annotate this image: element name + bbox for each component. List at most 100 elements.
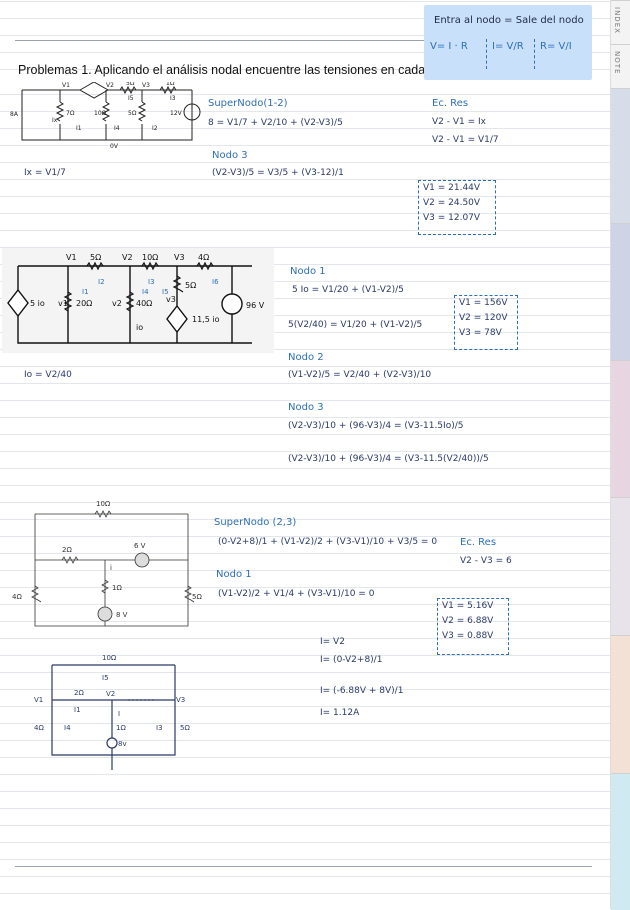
c1-v3-label: V3 — [142, 82, 150, 89]
c2-vs-label: 96 V — [246, 301, 265, 310]
p1-answer-box: V1 = 21.44V V2 = 24.50V V3 = 12.07V — [418, 180, 496, 235]
c2-node-v3: v3 — [166, 295, 176, 304]
c4-r1-label: 1Ω — [116, 724, 126, 732]
p2-nodo2-label: Nodo 2 — [288, 352, 324, 363]
c2-r10-label: 10Ω — [142, 253, 158, 262]
c1-r2-label: 10Ω — [94, 110, 107, 117]
formula-note-title: Entra al nodo = Sale del nodo — [434, 15, 584, 26]
c1-vs-label: 12V — [170, 110, 183, 117]
c2-i6-label: I6 — [212, 278, 219, 286]
circuit-2-diagram: V1 5Ω V2 10Ω V3 4Ω 5 io v1 20Ω v2 40Ω v3… — [2, 248, 274, 353]
c2-r20-label: 20Ω — [76, 299, 92, 308]
c2-i5-label: I5 — [162, 288, 169, 296]
c3-vs8-label: 8 V — [116, 611, 128, 619]
p2-answer-v3: V3 = 78V — [459, 328, 502, 338]
p3-ec-res: V2 - V3 = 6 — [460, 556, 512, 566]
c4-i-label: I — [118, 710, 120, 718]
p3-supernode-label: SuperNodo (2,3) — [214, 517, 297, 528]
tab-section-4[interactable] — [611, 497, 630, 636]
c3-r4-label: 4Ω — [12, 593, 22, 601]
c3-r10-label: 10Ω — [96, 500, 111, 508]
p3-nodo1-label: Nodo 1 — [216, 569, 252, 580]
p1-answer-v1: V1 = 21.44V — [423, 183, 481, 193]
p3-answer-v1: V1 = 5.16V — [442, 601, 494, 611]
c1-r1-label: 7Ω — [66, 110, 75, 117]
p3-i-line-2: I= (0-V2+8)/1 — [320, 655, 383, 665]
c2-i4-label: I4 — [142, 288, 149, 296]
c2-v2-label: V2 — [122, 253, 133, 262]
c4-v2-label: V2 — [106, 690, 115, 698]
c1-v1-label: V1 — [62, 82, 70, 89]
c1-src-label: 8A — [10, 111, 19, 118]
c2-r4-label: 4Ω — [198, 253, 209, 262]
c1-i1-label: I1 — [76, 125, 82, 132]
c3-r1-label: 1Ω — [112, 584, 122, 592]
c2-r5b-label: 5Ω — [185, 281, 196, 290]
circuit-4-diagram: 10Ω I5 V1 2Ω V2 V3 I1 I 4Ω I4 1Ω I3 5Ω 8… — [34, 654, 190, 770]
p1-answer-v2: V2 = 24.50V — [423, 198, 481, 208]
p2-nodo1-eq1: 5 Io = V1/20 + (V1-V2)/5 — [292, 285, 404, 295]
p2-answer-v1: V1 = 156V — [459, 298, 508, 308]
c4-i1-label: I1 — [74, 706, 81, 714]
formula-note: Entra al nodo = Sale del nodo V= I · R I… — [424, 5, 592, 80]
ohm-law-r: R= V/I — [540, 41, 572, 52]
c2-r40-label: 40Ω — [136, 299, 152, 308]
tab-index[interactable]: INDEX — [611, 0, 630, 45]
c2-dep-src-label: 11,5 io — [192, 315, 220, 324]
c1-r3-label: 5Ω — [126, 82, 135, 87]
c3-i-label: i — [110, 564, 112, 572]
tab-section-5[interactable] — [611, 635, 630, 774]
p1-ec-res-label: Ec. Res — [432, 98, 469, 109]
notebook-tabs: INDEX NOTE — [610, 0, 630, 910]
p1-nodo3-label: Nodo 3 — [212, 150, 248, 161]
p1-supernode-eq: 8 = V1/7 + V2/10 + (V2-V3)/5 — [208, 118, 343, 128]
p2-nodo2-eq: (V1-V2)/5 = V2/40 + (V2-V3)/10 — [288, 370, 432, 380]
problem-title: Problemas 1. Aplicando el análisis nodal… — [18, 63, 457, 77]
c2-node-v1: v1 — [58, 299, 68, 308]
p3-answer-box: V1 = 5.16V V2 = 6.88V V3 = 0.88V — [437, 598, 509, 655]
p2-nodo3-eq1: (V2-V3)/10 + (96-V3)/4 = (V3-11.5Io)/5 — [288, 421, 464, 431]
c2-v3-label: V3 — [174, 253, 185, 262]
tab-section-3[interactable] — [611, 360, 630, 498]
tab-section-6[interactable] — [611, 773, 630, 910]
p2-nodo3-eq2: (V2-V3)/10 + (96-V3)/4 = (V3-11.5(V2/40)… — [288, 454, 489, 464]
p1-ix-eq: Ix = V1/7 — [24, 168, 66, 178]
c2-i3-label: I3 — [148, 278, 155, 286]
c2-node-v2: v2 — [112, 299, 122, 308]
c1-r4-label: 5Ω — [128, 110, 137, 117]
p3-ec-res-label: Ec. Res — [460, 537, 497, 548]
c1-v2-label: V2 — [106, 82, 114, 89]
c1-r5-label: 1Ω — [166, 82, 175, 87]
tab-section-2[interactable] — [611, 223, 630, 361]
p1-ec-res-2: V2 - V1 = V1/7 — [432, 135, 499, 145]
tab-note[interactable]: NOTE — [611, 44, 630, 89]
c1-i3-label: I3 — [170, 95, 176, 102]
c1-i5-label: I5 — [128, 95, 134, 102]
separator — [534, 39, 535, 69]
c1-i2-label: I2 — [152, 125, 158, 132]
tab-section-1[interactable] — [611, 88, 630, 224]
separator — [486, 39, 487, 69]
c4-r5-label: 5Ω — [180, 724, 190, 732]
p2-answer-box: V1 = 156V V2 = 120V V3 = 78V — [454, 295, 518, 350]
c1-i4-label: I4 — [114, 125, 120, 132]
c4-r4-label: 4Ω — [34, 724, 44, 732]
p3-answer-v3: V3 = 0.88V — [442, 631, 494, 641]
p2-nodo1-eq2: 5(V2/40) = V1/20 + (V1-V2)/5 — [288, 320, 423, 330]
ohm-law-v: V= I · R — [430, 41, 468, 52]
c1-ix-label: Ix — [52, 117, 58, 124]
p1-nodo3-eq: (V2-V3)/5 = V3/5 + (V3-12)/1 — [212, 168, 344, 178]
c2-i2-label: I2 — [98, 278, 105, 286]
p2-nodo3-label: Nodo 3 — [288, 402, 324, 413]
top-rule — [15, 40, 592, 41]
ohm-law-i: I= V/R — [492, 41, 524, 52]
p2-io-eq: Io = V2/40 — [24, 370, 72, 380]
notebook-page — [0, 0, 610, 909]
p3-supernode-eq: (0-V2+8)/1 + (V1-V2)/2 + (V3-V1)/10 + V3… — [218, 537, 438, 547]
c3-r2-label: 2Ω — [62, 546, 72, 554]
p3-i-line-1: I= V2 — [320, 637, 345, 647]
c2-io-label: io — [136, 323, 143, 332]
c4-vs8-label: 8v — [118, 740, 127, 748]
circuit-1-diagram: 8A 7Ω 10Ω 5Ω 5Ω 1Ω 12V V1 V2 V3 Ix I5 I4… — [10, 82, 201, 150]
p3-answer-v2: V2 = 6.88V — [442, 616, 494, 626]
